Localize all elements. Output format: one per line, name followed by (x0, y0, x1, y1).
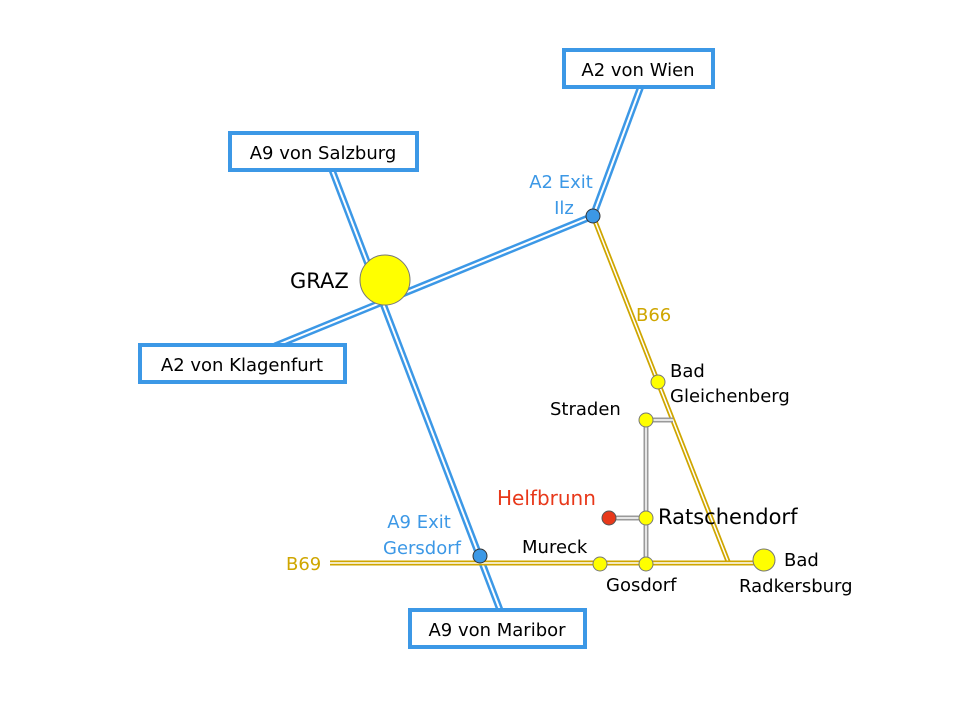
helfbrunn-marker (601, 510, 617, 526)
label-b69: B69 (286, 554, 321, 575)
label-exit-ilz-line2: Ilz (554, 198, 574, 219)
label-radkersburg-line2: Radkersburg (739, 576, 853, 597)
local-roads (609, 417, 673, 564)
motorway-a9 (328, 168, 504, 612)
radkersburg-marker (752, 548, 776, 572)
ratschendorf-marker (638, 510, 654, 526)
label-graz: GRAZ (290, 269, 349, 293)
box-a2-von-klagenfurt: A2 von Klagenfurt (138, 343, 347, 384)
box-a2-von-wien-label: A2 von Wien (581, 60, 694, 81)
box-a9-von-salzburg: A9 von Salzburg (228, 131, 419, 172)
exit-ilz-marker (585, 208, 601, 224)
label-exit-gersdorf-line1: A9 Exit (387, 512, 451, 533)
mureck-marker (592, 556, 608, 572)
motorway-a2 (273, 212, 595, 350)
label-helfbrunn: Helfbrunn (497, 486, 596, 510)
label-straden: Straden (550, 399, 621, 420)
road-b66 (590, 215, 732, 565)
gleichenberg-marker (650, 374, 666, 390)
label-gleichenberg-line2: Gleichenberg (670, 386, 790, 407)
box-a9-von-maribor-label: A9 von Maribor (428, 620, 566, 641)
label-gosdorf: Gosdorf (606, 575, 677, 596)
straden-marker (638, 412, 654, 428)
label-radkersburg-line1: Bad (784, 550, 819, 571)
label-gleichenberg-line1: Bad (670, 361, 705, 382)
box-a9-von-salzburg-label: A9 von Salzburg (250, 143, 397, 164)
label-ratschendorf: Ratschendorf (658, 505, 798, 529)
motorway-a2-north (589, 84, 645, 218)
box-a9-von-maribor: A9 von Maribor (408, 608, 587, 649)
gosdorf-marker (638, 556, 654, 572)
label-b66: B66 (636, 305, 671, 326)
box-a2-von-klagenfurt-label: A2 von Klagenfurt (161, 355, 323, 376)
box-a2-von-wien: A2 von Wien (562, 48, 715, 89)
graz-marker (359, 254, 411, 306)
label-exit-gersdorf-line2: Gersdorf (383, 538, 462, 559)
exit-gersdorf-marker (472, 548, 488, 564)
label-exit-ilz-line1: A2 Exit (529, 172, 593, 193)
label-mureck: Mureck (522, 537, 588, 558)
